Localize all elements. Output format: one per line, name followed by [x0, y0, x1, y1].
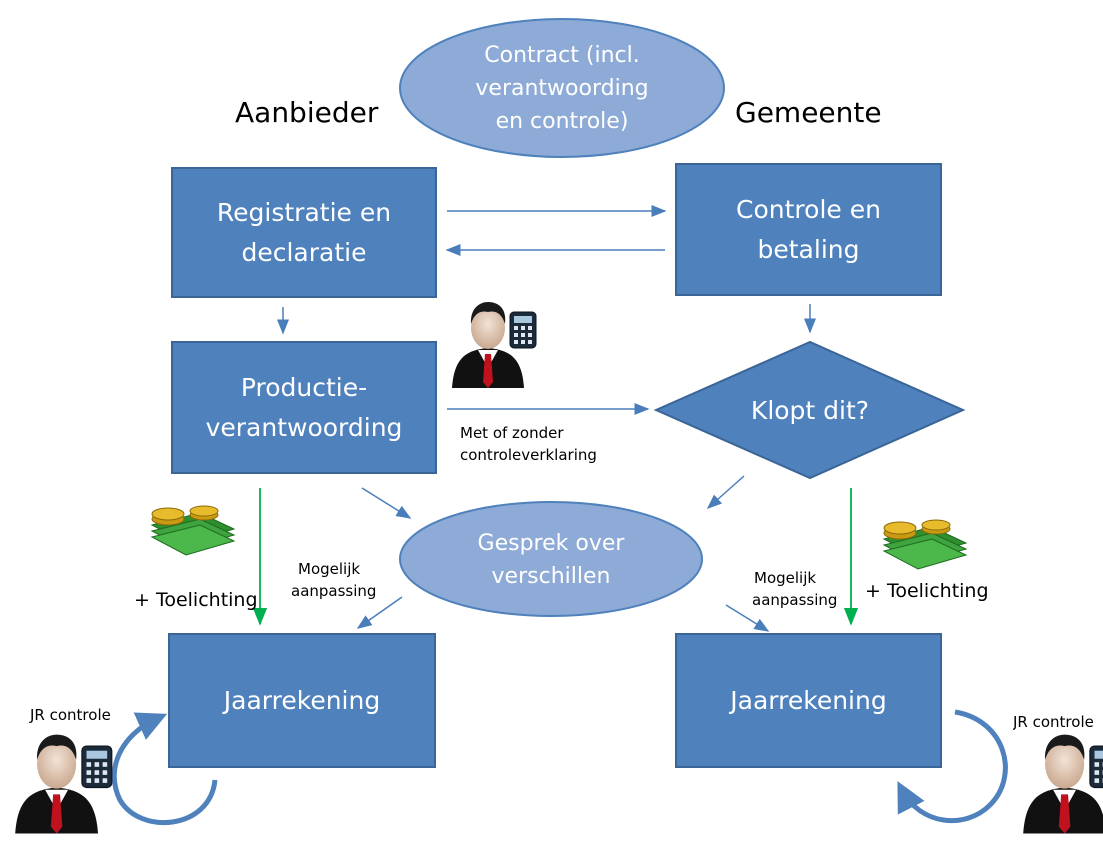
registratie-label: Registratie en declaratie	[172, 168, 436, 297]
klopt-label: Klopt dit?	[750, 395, 870, 425]
klopt-diamond	[653, 340, 966, 480]
gesprek-ellipse	[399, 501, 703, 617]
productie-text: Productie- verantwoording	[205, 372, 403, 442]
auditor-icon	[1022, 734, 1103, 835]
arrow-gesprek-to-jaarrekening-left	[356, 596, 403, 629]
controle-betaling-box	[675, 163, 942, 296]
mogelijk-left-label-1: Mogelijk	[298, 560, 361, 578]
money-stack-icon	[151, 505, 235, 556]
gesprek-label: Gesprek over verschillen	[477, 531, 625, 589]
money-stack-icon	[883, 519, 967, 570]
toelichting-left-label: + Toelichting	[134, 589, 258, 611]
controle-betaling-label: Controle en betaling	[676, 164, 941, 295]
mogelijk-right-label-1: Mogelijk	[754, 569, 817, 587]
productie-label: Productie- verantwoording	[172, 342, 436, 473]
jaarrekening-right-box	[675, 633, 942, 768]
mogelijk-left-label-2: aanpassing	[291, 582, 377, 600]
cycle-arrow-left	[111, 712, 218, 825]
met-zonder-label-2: controleverklaring	[460, 446, 597, 464]
jaarrekening-right-text: Jaarrekening	[730, 685, 887, 715]
jaarrekening-left-text: Jaarrekening	[223, 685, 381, 715]
auditor-icon	[451, 301, 537, 389]
jr-controle-left-label: JR controle	[30, 706, 111, 724]
arrow-gesprek-to-jaarrekening-right	[725, 604, 770, 632]
jaarrekening-left-box	[168, 633, 436, 768]
contract-label: Contract (incl. verantwoording en contro…	[475, 42, 649, 134]
auditor-icon	[14, 734, 113, 835]
jr-controle-right-label: JR controle	[1013, 713, 1094, 731]
registratie-text: Registratie en declaratie	[216, 197, 392, 267]
jaarrekening-left-label: Jaarrekening	[169, 634, 435, 767]
productie-box	[171, 341, 437, 474]
right-party-label: Gemeente	[735, 96, 882, 129]
controle-betaling-text: Controle en betaling	[736, 194, 881, 264]
mogelijk-right-label-2: aanpassing	[752, 591, 838, 609]
registratie-box	[171, 167, 437, 298]
arrow-klopt-to-gesprek	[706, 475, 745, 509]
met-zonder-label-1: Met of zonder	[460, 424, 564, 442]
left-party-label: Aanbieder	[235, 96, 379, 129]
jaarrekening-right-label: Jaarrekening	[676, 634, 941, 767]
toelichting-right-label: + Toelichting	[865, 580, 989, 602]
contract-ellipse	[399, 18, 725, 158]
cycle-arrow-right	[897, 709, 1008, 823]
arrow-productie-to-gesprek	[361, 487, 412, 519]
